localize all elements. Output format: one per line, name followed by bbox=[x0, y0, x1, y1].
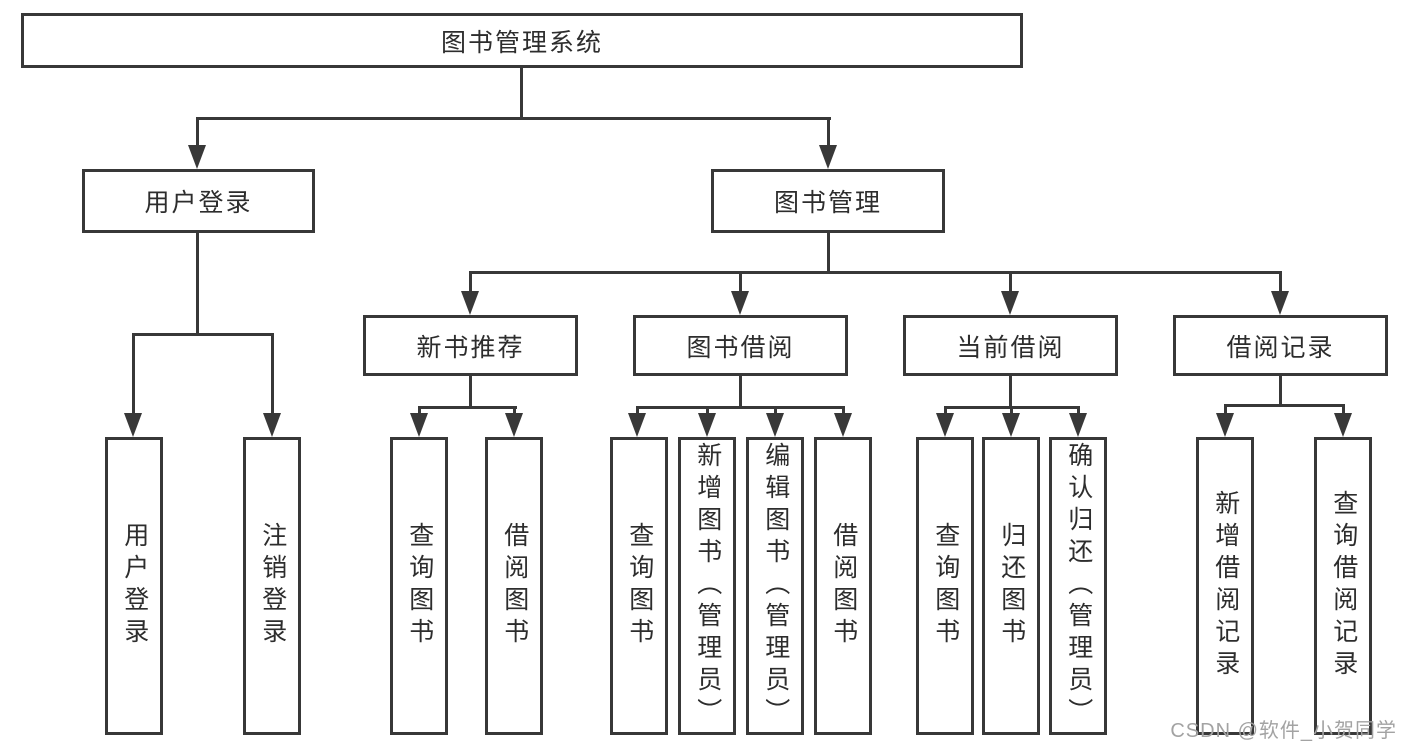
leaf-label: 查询图书 bbox=[625, 522, 654, 650]
connector bbox=[520, 68, 523, 120]
leaf-label: 查询图书 bbox=[931, 522, 960, 650]
connector bbox=[469, 376, 472, 409]
leaf-label: 借阅图书 bbox=[500, 522, 529, 650]
leaf-label: 注销登录 bbox=[258, 522, 287, 650]
leaf-add-book-admin: 新增图书（管理员） bbox=[678, 437, 736, 735]
leaf-label: 编辑图书（管理员） bbox=[761, 442, 790, 730]
connector bbox=[1077, 406, 1080, 416]
node-label: 图书管理 bbox=[773, 189, 882, 217]
node-book-borrowing: 图书借阅 bbox=[633, 315, 848, 376]
leaf-label: 确认归还（管理员） bbox=[1064, 442, 1093, 730]
arrowhead-icon bbox=[263, 413, 281, 437]
arrowhead-icon bbox=[461, 291, 479, 315]
node-label: 用户登录 bbox=[144, 189, 253, 217]
node-label: 借阅记录 bbox=[1226, 333, 1335, 362]
arrowhead-icon bbox=[1001, 291, 1019, 315]
connector bbox=[636, 406, 845, 409]
connector bbox=[1279, 271, 1282, 293]
connector bbox=[132, 333, 274, 336]
node-label: 新书推荐 bbox=[416, 333, 525, 362]
connector bbox=[132, 333, 135, 415]
node-user-login: 用户登录 bbox=[82, 169, 315, 233]
node-label: 图书管理系统 bbox=[440, 28, 603, 57]
connector bbox=[469, 271, 472, 293]
arrowhead-icon bbox=[1069, 413, 1087, 437]
connector bbox=[1224, 404, 1345, 407]
arrowhead-icon bbox=[834, 413, 852, 437]
leaf-edit-book-admin: 编辑图书（管理员） bbox=[746, 437, 804, 735]
arrowhead-icon bbox=[410, 413, 428, 437]
arrowhead-icon bbox=[628, 413, 646, 437]
leaf-confirm-return-admin: 确认归还（管理员） bbox=[1049, 437, 1107, 735]
arrowhead-icon bbox=[1216, 413, 1234, 437]
node-label: 图书借阅 bbox=[686, 333, 795, 362]
connector bbox=[418, 406, 517, 409]
leaf-label: 用户登录 bbox=[120, 522, 149, 650]
node-book-management: 图书管理 bbox=[711, 169, 945, 233]
leaf-logout: 注销登录 bbox=[243, 437, 301, 735]
csdn-watermark: CSDN @软件_小贺同学 bbox=[1170, 720, 1397, 742]
leaf-label: 借阅图书 bbox=[829, 522, 858, 650]
node-library-management-system: 图书管理系统 bbox=[21, 13, 1023, 68]
leaf-label: 归还图书 bbox=[997, 522, 1026, 650]
node-new-book-recommendation: 新书推荐 bbox=[363, 315, 578, 376]
leaf-label: 查询借阅记录 bbox=[1329, 490, 1358, 682]
node-current-borrowing: 当前借阅 bbox=[903, 315, 1118, 376]
connector bbox=[944, 406, 947, 416]
arrowhead-icon bbox=[1334, 413, 1352, 437]
connector bbox=[1224, 404, 1227, 416]
leaf-query-borrow-record: 查询借阅记录 bbox=[1314, 437, 1372, 735]
connector bbox=[196, 233, 199, 335]
leaf-user-login: 用户登录 bbox=[105, 437, 163, 735]
leaf-label: 新增借阅记录 bbox=[1211, 490, 1240, 682]
connector bbox=[1009, 271, 1012, 293]
connector bbox=[271, 333, 274, 415]
connector bbox=[1279, 376, 1282, 406]
connector bbox=[196, 117, 199, 147]
connector bbox=[706, 406, 709, 416]
arrowhead-icon bbox=[766, 413, 784, 437]
connector bbox=[636, 406, 639, 416]
connector bbox=[469, 271, 1282, 274]
connector bbox=[739, 271, 742, 293]
connector bbox=[1342, 404, 1345, 416]
node-label: 当前借阅 bbox=[956, 333, 1065, 362]
arrowhead-icon bbox=[505, 413, 523, 437]
connector bbox=[827, 233, 830, 274]
arrowhead-icon bbox=[731, 291, 749, 315]
arrowhead-icon bbox=[1002, 413, 1020, 437]
arrowhead-icon bbox=[819, 145, 837, 169]
leaf-query-books-recommend: 查询图书 bbox=[390, 437, 448, 735]
connector bbox=[842, 406, 845, 416]
connector bbox=[196, 117, 831, 120]
leaf-add-borrow-record: 新增借阅记录 bbox=[1196, 437, 1254, 735]
connector bbox=[418, 406, 421, 416]
arrowhead-icon bbox=[936, 413, 954, 437]
connector bbox=[827, 117, 830, 147]
node-borrowing-records: 借阅记录 bbox=[1173, 315, 1388, 376]
leaf-borrow-books-borrowing: 借阅图书 bbox=[814, 437, 872, 735]
leaf-label: 查询图书 bbox=[405, 522, 434, 650]
arrowhead-icon bbox=[1271, 291, 1289, 315]
leaf-query-books-borrowing: 查询图书 bbox=[610, 437, 668, 735]
connector bbox=[1010, 406, 1013, 416]
connector bbox=[739, 376, 742, 409]
connector bbox=[513, 406, 516, 416]
leaf-query-books-current: 查询图书 bbox=[916, 437, 974, 735]
leaf-label: 新增图书（管理员） bbox=[693, 442, 722, 730]
leaf-borrow-books-recommend: 借阅图书 bbox=[485, 437, 543, 735]
arrowhead-icon bbox=[698, 413, 716, 437]
leaf-return-book: 归还图书 bbox=[982, 437, 1040, 735]
arrowhead-icon bbox=[188, 145, 206, 169]
connector bbox=[1009, 376, 1012, 409]
arrowhead-icon bbox=[124, 413, 142, 437]
connector bbox=[774, 406, 777, 416]
